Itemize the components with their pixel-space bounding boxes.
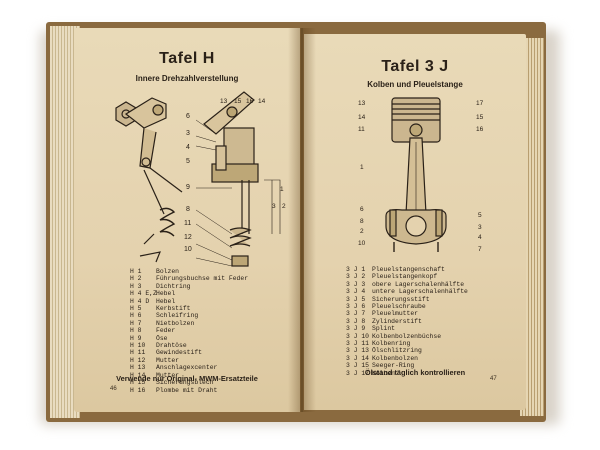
callout-13: 13 <box>220 98 228 105</box>
book-gutter <box>288 28 316 412</box>
callout-2: 2 <box>360 228 364 235</box>
callout-6: 6 <box>360 206 364 213</box>
callout-15: 15 <box>234 98 242 105</box>
right-footer-note: Ölstand täglich kontrollieren <box>364 368 466 377</box>
callout-16: 16 <box>246 98 254 105</box>
callout-2: 2 <box>282 203 286 210</box>
piston-rod-diagram <box>385 97 447 252</box>
callout-4: 4 <box>186 144 190 151</box>
callout-1: 1 <box>360 164 364 171</box>
callout-15: 15 <box>476 114 484 121</box>
callout-12: 12 <box>184 234 192 241</box>
callout-11: 11 <box>184 220 192 227</box>
right-page: Tafel 3 J Kolben und Pleuelstange <box>304 34 526 410</box>
right-plate-subtitle: Kolben und Pleuelstange <box>367 80 463 89</box>
callout-16: 16 <box>476 126 484 133</box>
callout-6: 6 <box>186 113 190 120</box>
left-plate-title: Tafel H <box>159 50 215 67</box>
callout-7: 7 <box>478 246 482 253</box>
left-footer-note: Verwende nur Original- MWM-Ersatzteile <box>116 374 258 383</box>
callout-13: 13 <box>358 100 366 107</box>
callout-11: 11 <box>358 126 365 133</box>
callout-8: 8 <box>360 218 364 225</box>
callout-1: 1 <box>280 186 284 193</box>
callout-14: 14 <box>258 98 266 105</box>
callout-17: 17 <box>476 100 484 107</box>
left-plate-subtitle: Innere Drehzahlverstellung <box>135 74 239 83</box>
callout-9: 9 <box>186 184 190 191</box>
callout-4: 4 <box>478 234 482 241</box>
callout-3b: 3 <box>272 203 276 210</box>
callout-3: 3 <box>186 130 190 137</box>
callout-14: 14 <box>358 114 366 121</box>
callout-8: 8 <box>186 206 190 213</box>
left-page: Tafel H Innere Drehzahlverstellung <box>74 28 300 412</box>
callout-10: 10 <box>184 246 192 253</box>
right-plate-title: Tafel 3 J <box>381 58 449 75</box>
right-page-number: 47 <box>490 376 497 382</box>
callout-10: 10 <box>358 240 366 247</box>
left-page-number: 46 <box>110 386 117 392</box>
callout-3: 3 <box>478 224 482 231</box>
callout-5: 5 <box>186 158 190 165</box>
callout-5: 5 <box>478 212 482 219</box>
speed-control-diagram <box>115 91 281 267</box>
